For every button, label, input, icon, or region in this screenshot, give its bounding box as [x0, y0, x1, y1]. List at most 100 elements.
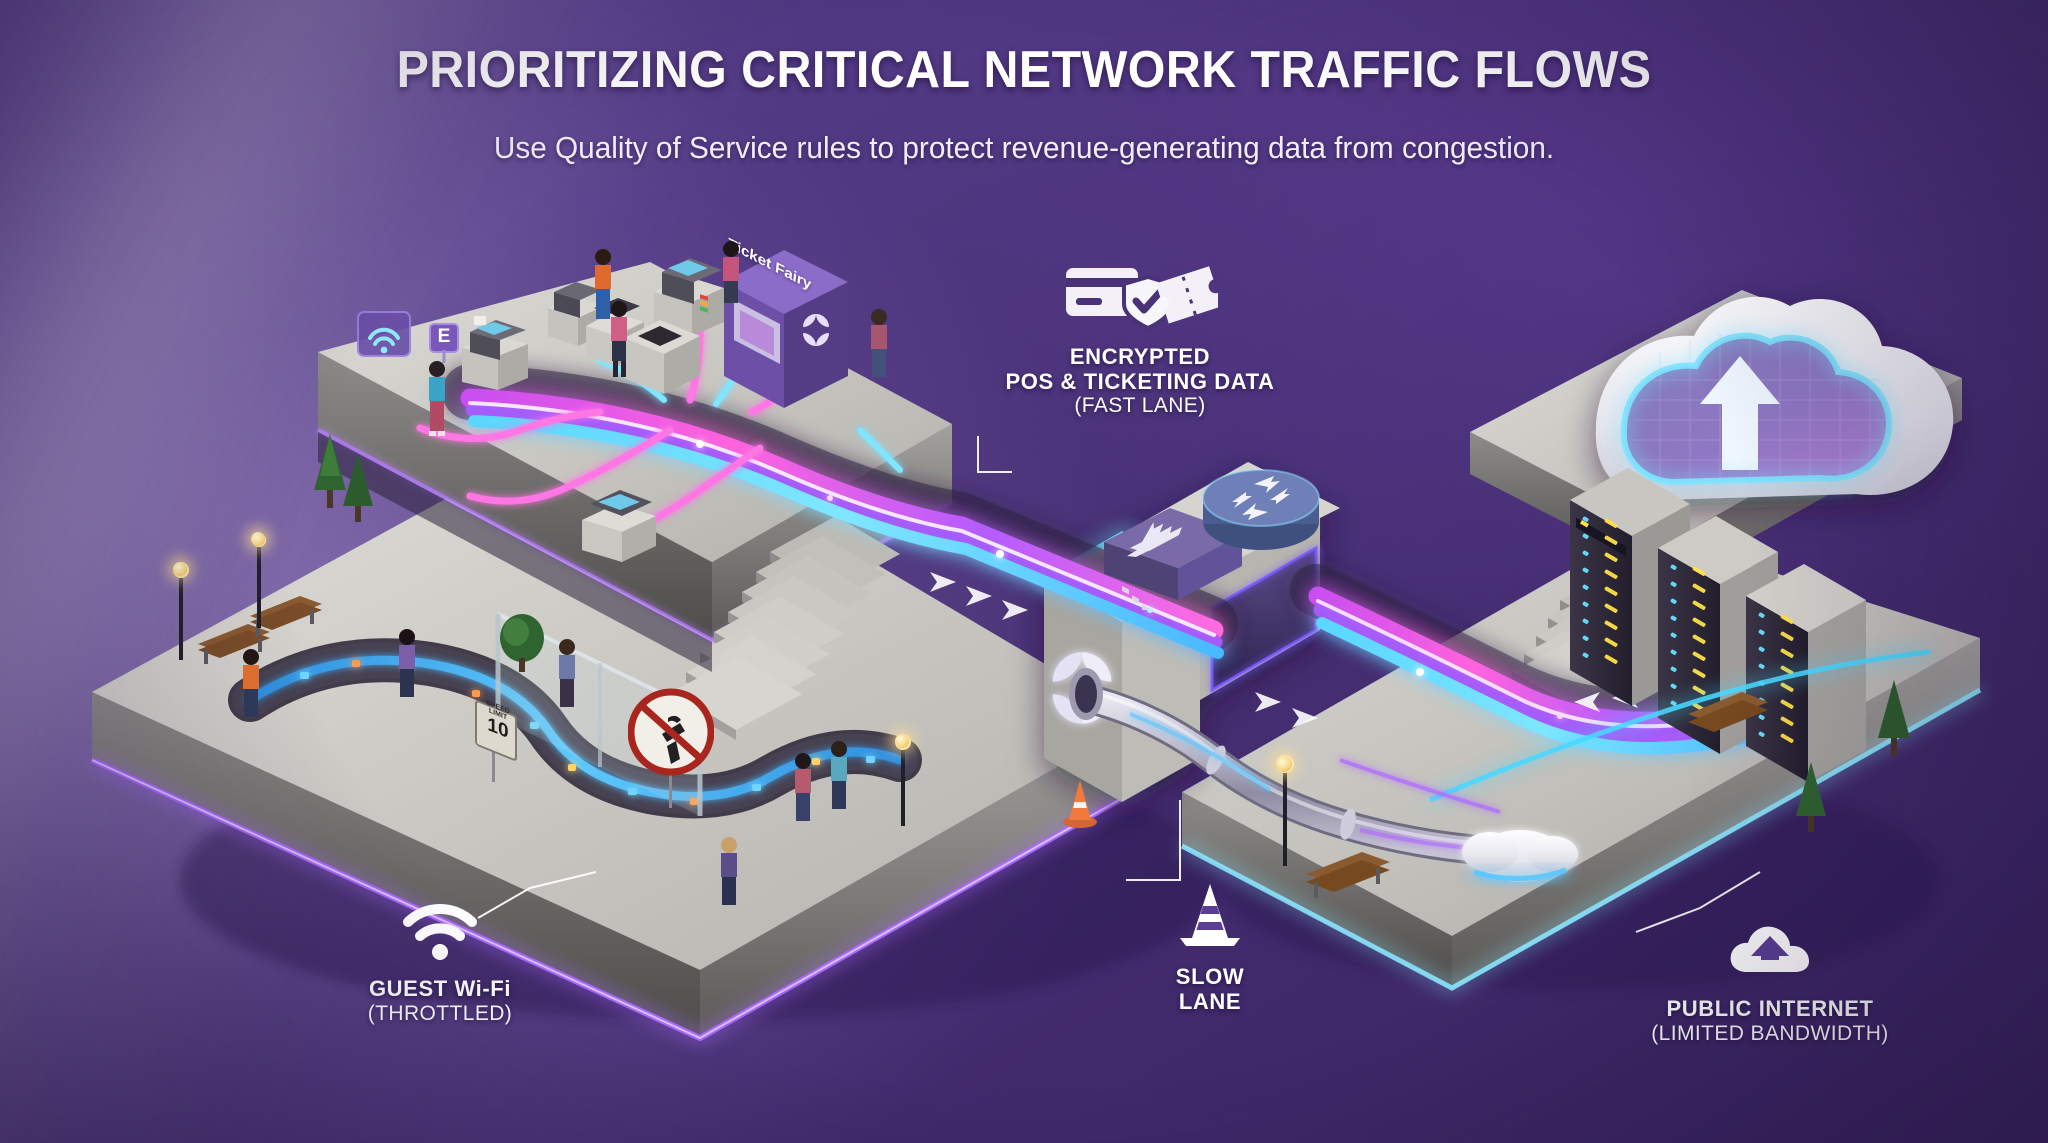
- person-5: [864, 308, 894, 391]
- no-honking-sign: [627, 688, 715, 813]
- callout-sub: (FAST LANE): [1074, 394, 1206, 418]
- leader-lines: [477, 436, 1761, 933]
- pos-terminal-6[interactable]: [1040, 672, 1130, 763]
- ticket-kiosk[interactable]: Ticket Fairy: [712, 235, 872, 416]
- person-4: [716, 240, 746, 323]
- rack-led: [1758, 629, 1765, 635]
- tree-4: [1872, 678, 1916, 763]
- rack-led: [1692, 617, 1706, 627]
- rack-led: [1758, 731, 1765, 737]
- rack-led: [1780, 614, 1794, 624]
- pipe-intake: [1069, 668, 1103, 720]
- callout-line1: ENCRYPTED: [1069, 344, 1211, 369]
- callout-sub: (THROTTLED): [367, 1001, 513, 1025]
- rack-led: [1604, 603, 1618, 613]
- rack-led: [1670, 581, 1677, 587]
- public-internet-cloud: [1462, 830, 1578, 882]
- bench-2: [244, 592, 328, 647]
- bench-4: [1682, 688, 1774, 747]
- page-title: PRIORITIZING CRITICAL NETWORK TRAFFIC FL…: [396, 41, 1652, 99]
- rack-led: [1670, 666, 1677, 672]
- person-10: [824, 740, 854, 823]
- traffic-cone-prop: [1060, 776, 1100, 833]
- leader-slow-lane: [1126, 800, 1181, 881]
- pos-terminal-4[interactable]: [644, 240, 732, 341]
- callout-line1: SLOW: [1175, 964, 1245, 989]
- main-platform: [90, 408, 1142, 1042]
- credit-card-shield-ticket-icon: [960, 258, 1320, 335]
- pos-terminal-2[interactable]: [540, 264, 610, 351]
- person-8: [552, 638, 582, 721]
- person-2: [604, 300, 634, 383]
- rack-led: [1780, 699, 1794, 709]
- rack-led: [1582, 652, 1589, 658]
- pos-terminal-1[interactable]: [452, 298, 538, 395]
- rack-led: [1604, 654, 1618, 664]
- rack-led: [1692, 685, 1706, 695]
- rack-led: [1758, 663, 1765, 669]
- rack-led: [1670, 615, 1677, 621]
- entrance-sign: E: [424, 320, 464, 369]
- rack-led: [1582, 618, 1589, 624]
- street-lamp-4: [1272, 748, 1298, 873]
- callout-sub: (LIMITED BANDWIDTH): [1651, 1021, 1889, 1045]
- leader-fast-lane: [977, 436, 1012, 473]
- rack-led: [1582, 601, 1589, 607]
- entrance-sign-letter: E: [437, 326, 451, 347]
- leader-guest-wifi: [477, 871, 597, 919]
- rack-led: [1582, 584, 1589, 590]
- network-router: [1196, 448, 1326, 563]
- rack-led: [1692, 668, 1706, 678]
- rack-led: [1692, 583, 1706, 593]
- rack-led: [1604, 620, 1618, 630]
- rack-led: [1780, 631, 1794, 641]
- page-subtitle: Use Quality of Service rules to protect …: [493, 130, 1555, 165]
- slow-lane-ribbon: [245, 655, 905, 801]
- rack-led: [1670, 700, 1677, 706]
- rack-led: [1604, 637, 1618, 647]
- rack-led: [1758, 646, 1765, 652]
- rack-led: [1780, 648, 1794, 658]
- tree-2: [338, 452, 378, 529]
- leader-public-internet: [1635, 871, 1761, 933]
- rack-led: [1758, 714, 1765, 720]
- rack-led: [1582, 567, 1589, 573]
- rack-led: [1692, 600, 1706, 610]
- callout-line1: PUBLIC INTERNET: [1666, 996, 1874, 1021]
- street-lamp-3: [890, 730, 916, 835]
- person-11: [714, 836, 744, 919]
- callout-line2: LANE: [1178, 988, 1242, 1014]
- rack-led: [1604, 518, 1618, 528]
- cloud-upload-arrow: [1700, 356, 1780, 470]
- rack-led: [1582, 533, 1589, 539]
- rack-led: [1780, 682, 1794, 692]
- rack-leds: [1580, 516, 1794, 743]
- rack-led: [1670, 632, 1677, 638]
- person-9: [788, 752, 818, 835]
- person-1: [422, 360, 452, 441]
- bench-1: [192, 620, 276, 675]
- rack-led: [1604, 586, 1618, 596]
- rack-led: [1670, 649, 1677, 655]
- rack-led: [1582, 550, 1589, 556]
- rack-led: [1692, 651, 1706, 661]
- callout-line2: POS & TICKETING DATA: [1005, 368, 1275, 394]
- fast-lane-packets: [696, 440, 1684, 720]
- callout-slow-lane: SLOW LANE: [1110, 880, 1310, 1014]
- rack-led: [1604, 569, 1618, 579]
- ticket-gate: [612, 292, 712, 407]
- street-lamp-1: [168, 556, 194, 669]
- callout-line1: GUEST Wi-Fi: [368, 976, 512, 1001]
- rack-led: [1692, 566, 1706, 576]
- cloud-upload-icon: [1590, 920, 1950, 987]
- tree-1: [308, 432, 352, 515]
- bench-3: [1300, 848, 1396, 909]
- speed-limit-sign: SPEED LIMIT 10: [470, 696, 524, 787]
- staircase: [672, 516, 900, 740]
- pos-terminal-5[interactable]: [572, 470, 664, 567]
- fast-lane-ribbon: [442, 364, 1786, 755]
- throttled-pipe: [1079, 685, 1495, 865]
- rack-led: [1670, 683, 1677, 689]
